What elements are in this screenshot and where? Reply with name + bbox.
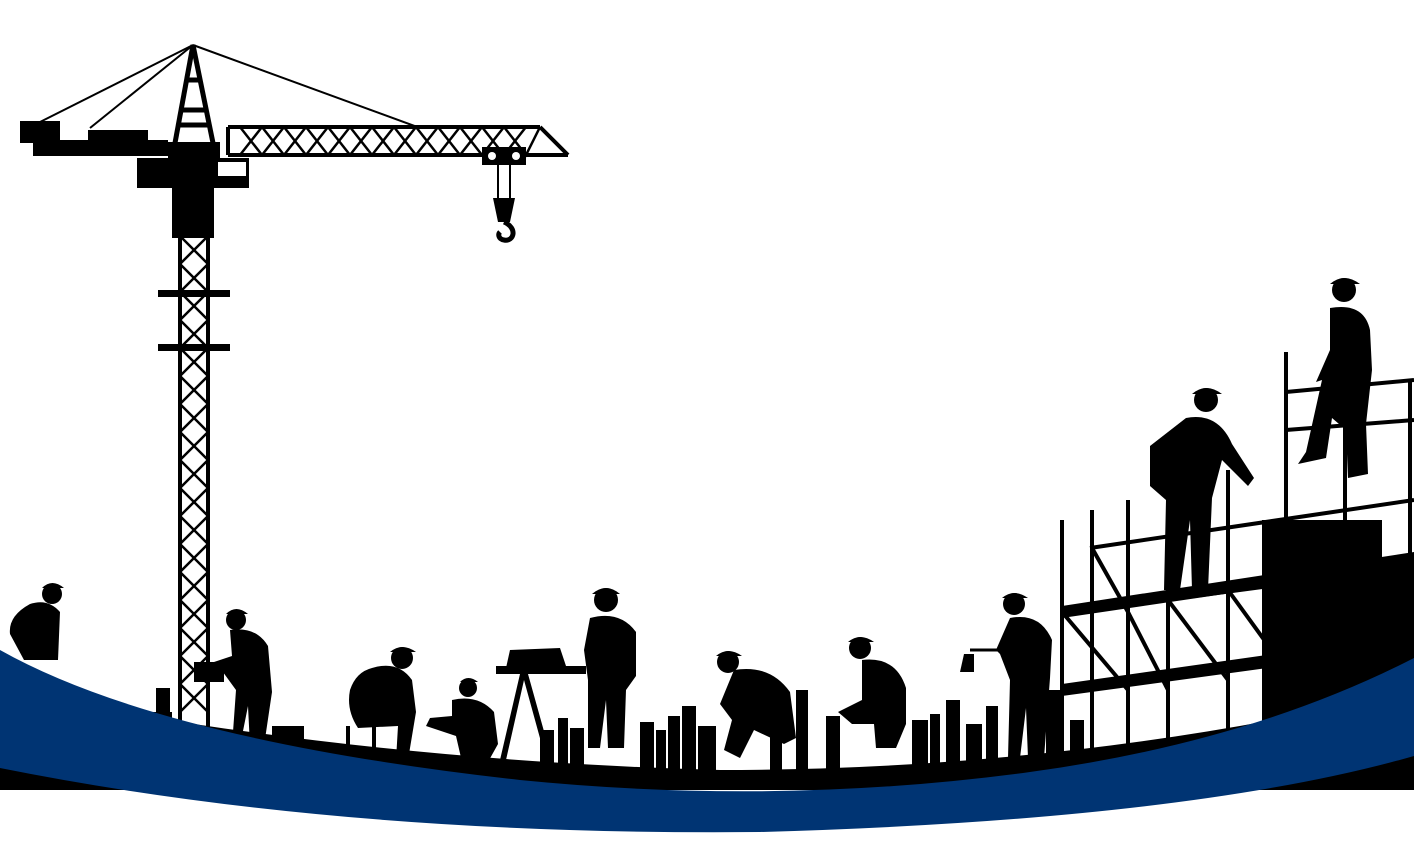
worker-4: [426, 678, 498, 762]
mast-ties: [158, 290, 230, 351]
worker-3: [346, 647, 416, 760]
tower-crane: [20, 44, 570, 730]
worker-7: [838, 637, 906, 748]
worker-6: [716, 651, 796, 758]
construction-workers: [9, 278, 1372, 762]
crane-hook: [482, 147, 526, 243]
worker-8: [960, 593, 1052, 758]
worker-9: [1150, 388, 1254, 590]
blue-wave: [0, 650, 1414, 833]
crane-peak: [172, 44, 216, 144]
city-skyline: [150, 688, 1084, 770]
crane-cab: [137, 142, 249, 238]
crane-cables: [39, 44, 421, 129]
work-table: [496, 648, 586, 760]
worker-10: [1298, 278, 1372, 478]
crane-mast: [178, 235, 210, 730]
worker-5: [584, 588, 636, 748]
counter-jib: [20, 121, 168, 156]
worker-1: [9, 583, 64, 660]
